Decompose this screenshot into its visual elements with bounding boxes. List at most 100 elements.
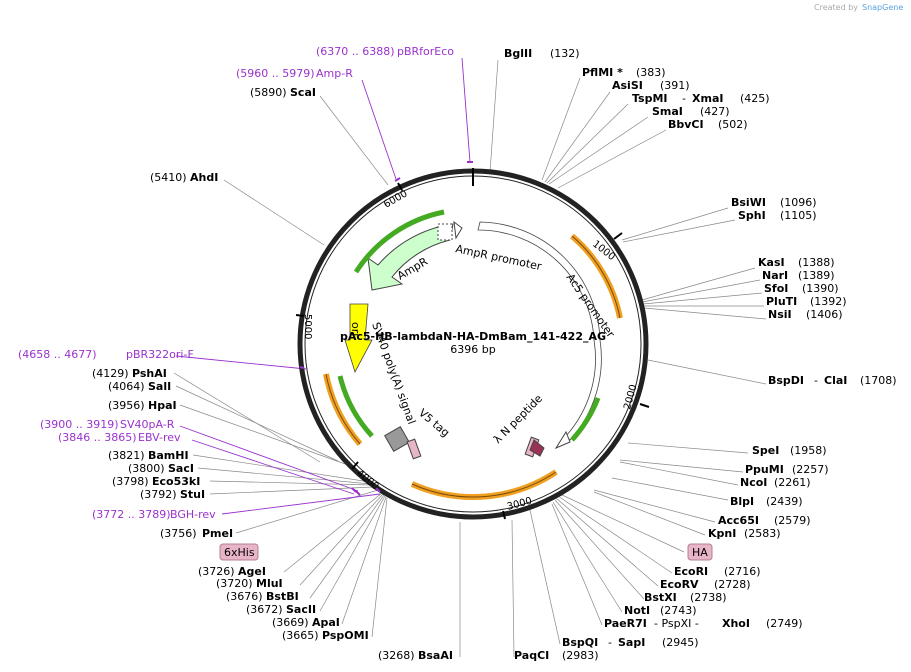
site-tspmi-name: TspMI: [632, 92, 668, 105]
site-ncoi-name: NcoI: [740, 476, 767, 489]
primer-bgh-pos: (3772 .. 3789): [92, 508, 171, 521]
site-hpai-name: HpaI: [148, 399, 177, 412]
site-acc65i-pos: (2579): [774, 514, 811, 527]
site-ecori-pos: (2716): [724, 565, 761, 578]
primer-pbr322ori-name: pBR322ori-F: [126, 348, 194, 361]
primer-sv40pa-pos: (3900 .. 3919): [40, 418, 119, 431]
site-sacii-pos: (3672): [246, 603, 283, 616]
ori-feature: [344, 303, 373, 374]
site-bamhi-name: BamHI: [148, 449, 189, 462]
lambda-n-feature: [529, 439, 545, 457]
site-ppumi-name: PpuMI: [745, 463, 784, 476]
site-stui-pos: (3792): [140, 488, 177, 501]
connector-lines: [173, 59, 767, 658]
site-bstxi-pos: (2738): [690, 591, 727, 604]
site-bsiwi-name: BsiWI: [731, 196, 766, 209]
site-paer7i-name: PaeR7I: [604, 617, 647, 630]
position-ticks: [295, 182, 650, 520]
green-arc-1: [353, 209, 445, 274]
site-kpni-name: KpnI: [708, 527, 736, 540]
site-bbvci-pos: (502): [718, 118, 748, 131]
site-mlui-name: MluI: [256, 577, 283, 590]
site-ncoi-pos: (2261): [774, 476, 811, 489]
site-pflmi-name: PflMI *: [582, 66, 623, 79]
site-ahdi-name: AhdI: [190, 171, 218, 184]
site-bstbi-pos: (3676): [226, 590, 263, 603]
v5-label: V5 tag: [416, 406, 452, 439]
site-sali-pos: (4064): [108, 380, 145, 393]
site-sphi-name: SphI: [738, 209, 766, 222]
site-kasi-name: KasI: [758, 256, 785, 269]
site-hpai-pos: (3956): [108, 399, 145, 412]
site-clai-name: ClaI: [824, 374, 847, 387]
site-ecorv-name: EcoRV: [660, 578, 699, 591]
ampr-promoter-label: AmpR promoter: [454, 242, 543, 273]
site-paqci-pos: (2983): [562, 649, 599, 662]
site-ahdi-pos: (5410): [150, 171, 187, 184]
primer-pbr322ori-pos: (4658 .. 4677): [18, 348, 97, 361]
site-bsaai-pos: (3268): [378, 649, 415, 662]
orange-arc-3-edge: [325, 373, 361, 445]
site-pflmi-pos: (383): [636, 66, 666, 79]
site-ecorv-pos: (2728): [714, 578, 751, 591]
site-kpni-pos: (2583): [744, 527, 781, 540]
green-arc-2: [570, 397, 601, 442]
6xhis-feature: [406, 438, 422, 460]
site-bsiwi-pos: (1096): [780, 196, 817, 209]
site-bspqi-sep: -: [608, 636, 612, 649]
site-scai-pos: (5890): [250, 86, 287, 99]
site-eco53ki-pos: (3798): [112, 475, 149, 488]
site-blpi-name: BlpI: [730, 495, 754, 508]
site-pmei-name: PmeI: [202, 527, 233, 540]
site-ecori-name: EcoRI: [674, 565, 708, 578]
ampr-promoter-box: [437, 223, 453, 241]
site-asisi-pos: (391): [660, 79, 690, 92]
site-eco53ki-name: Eco53kI: [152, 475, 200, 488]
plasmid-name: pAc5-HB-lambdaN-HA-DmBam_141-422_AG: [340, 330, 606, 343]
site-noti-pos: (2743): [660, 604, 697, 617]
primer-pbrforeco-name: pBRforEco: [397, 45, 454, 58]
site-pshai-pos: (4129): [92, 367, 129, 380]
site-pmei-pos: (3756): [160, 527, 197, 540]
orange-arc-2-edge: [411, 471, 557, 498]
site-bspdi-pos: (1708): [860, 374, 897, 387]
site-bstbi-name: BstBI: [266, 590, 299, 603]
primer-ampr-pos: (5960 .. 5979): [236, 67, 315, 80]
primer-pbrforeco-pos: (6370 .. 6388): [316, 45, 395, 58]
tag-ha-label: HA: [692, 546, 708, 559]
site-agei-pos: (3726): [198, 565, 235, 578]
primer-ebv-pos: (3846 .. 3865): [58, 431, 137, 444]
v5-tag-feature: [384, 426, 410, 452]
snapgene-logo: SnapGene: [862, 3, 903, 12]
site-sapi-name: SapI: [618, 636, 645, 649]
site-asisi-name: AsiSI: [612, 79, 643, 92]
site-saci-pos: (3800): [128, 462, 165, 475]
primer-marks: [299, 161, 473, 496]
site-bspqi-pos: (2945): [662, 636, 699, 649]
site-paer7i-pos: (2749): [766, 617, 803, 630]
site-ppumi-pos: (2257): [792, 463, 829, 476]
site-pluti-name: PluTI: [766, 295, 797, 308]
site-smai-pos: (427): [700, 105, 730, 118]
site-bglii-name: BglII: [504, 47, 532, 60]
ampr-feature: [367, 223, 454, 291]
lambda-n-label: λ N peptide: [491, 392, 545, 446]
site-pluti-pos: (1392): [810, 295, 847, 308]
site-saci-name: SacI: [168, 462, 194, 475]
site-paqci-name: PaqCI: [514, 649, 549, 662]
tag-6xhis-box: [219, 543, 259, 561]
site-noti-name: NotI: [624, 604, 650, 617]
site-acc65i-name: Acc65I: [718, 514, 759, 527]
site-nari-name: NarI: [762, 269, 788, 282]
created-by-text: Created by: [814, 3, 858, 12]
site-nsii-pos: (1406): [806, 308, 843, 321]
site-bbvci-name: BbvCI: [668, 118, 704, 131]
site-apai-name: ApaI: [312, 616, 340, 629]
site-pspomi-pos: (3665): [282, 629, 319, 642]
site-bspqi-name: BspQI: [562, 636, 598, 649]
primer-sv40pa-name: SV40pA-R: [120, 418, 175, 431]
site-apai-pos: (3669): [272, 616, 309, 629]
site-agei-name: AgeI: [238, 565, 266, 578]
primer-ebv-name: EBV-rev: [138, 431, 181, 444]
